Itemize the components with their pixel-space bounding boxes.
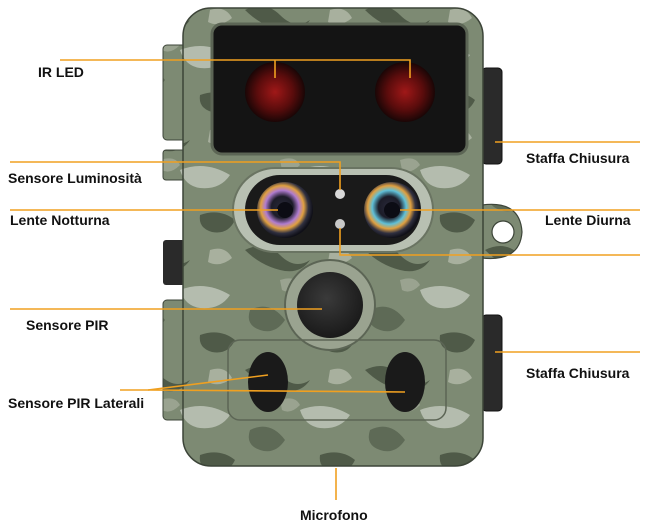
side-pir-label: Sensore PIR Laterali: [8, 395, 145, 411]
ir-led-left: [245, 62, 305, 122]
night-lens-label: Lente Notturna: [10, 212, 110, 228]
latch-bottom-label: Staffa Chiusura: [526, 365, 630, 381]
pir-sensor: [297, 272, 363, 338]
latch-top-label: Staffa Chiusura: [526, 150, 630, 166]
indicator-dot: [335, 219, 345, 229]
leader-lines: [10, 59, 640, 500]
ir-led-right: [375, 62, 435, 122]
microphone-label: Microfono: [300, 507, 368, 523]
light-sensor-label: Sensore Luminosità: [8, 170, 142, 186]
side-pir-left: [248, 352, 288, 412]
light-sensor-dot: [335, 189, 345, 199]
pir-sensor-label: Sensore PIR: [26, 317, 109, 333]
side-pir-right: [385, 352, 425, 412]
day-lens-label: Lente Diurna: [545, 212, 631, 228]
ir-led-label: IR LED: [38, 64, 84, 80]
